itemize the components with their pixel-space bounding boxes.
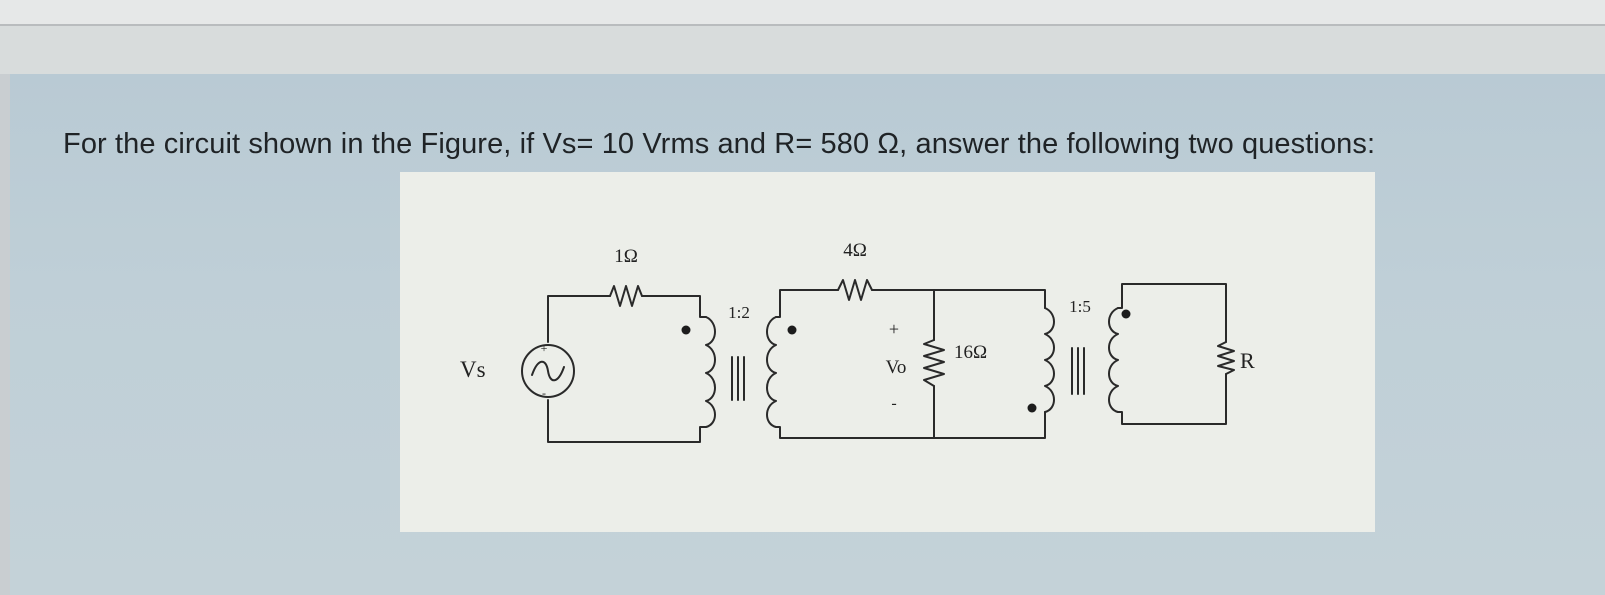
- t1-primary-coil: [705, 316, 716, 428]
- voltage-source: [521, 344, 575, 398]
- wire-output-top: [1117, 283, 1227, 343]
- top-strip: [0, 0, 1605, 24]
- t2-primary-coil: [1044, 307, 1055, 413]
- question-text: For the circuit shown in the Figure, if …: [63, 128, 1376, 160]
- circuit-diagram: Vs + - 1Ω 1:2 4Ω + Vo - 16Ω 1:5 R: [460, 240, 1255, 443]
- divider-line: [0, 24, 1605, 26]
- source-plus-sign: +: [541, 341, 548, 355]
- resistor-2-label: 4Ω: [843, 240, 867, 261]
- wire-r1-to-t1: [641, 295, 707, 318]
- source-minus-sign: -: [542, 386, 546, 400]
- vo-label: Vo: [886, 357, 907, 378]
- ac-wave: [531, 360, 565, 382]
- t1-primary-dot: [681, 325, 691, 335]
- wire-source-top: [547, 295, 611, 343]
- circuit-figure: Vs + - 1Ω 1:2 4Ω + Vo - 16Ω 1:5 R: [400, 172, 1375, 532]
- wire-source-bottom: [547, 399, 707, 443]
- transformer-2-ratio: 1:5: [1069, 297, 1091, 316]
- load-resistor: [1217, 341, 1235, 375]
- load-label: R: [1240, 348, 1255, 373]
- t2-primary-dot: [1027, 403, 1037, 413]
- wire-t1-to-r2: [775, 289, 839, 318]
- source-label: Vs: [460, 357, 486, 382]
- transformer-1-ratio: 1:2: [728, 303, 750, 322]
- t2-secondary-coil: [1108, 307, 1119, 413]
- t1-secondary-dot: [787, 325, 797, 335]
- wire-r2-to-t2: [871, 289, 1046, 309]
- upper-band: [0, 26, 1605, 74]
- t1-secondary-coil: [766, 316, 777, 428]
- wire-middle-bottom: [775, 411, 1046, 439]
- resistor-3-label: 16Ω: [954, 342, 987, 363]
- wire-output-bottom: [1117, 373, 1227, 425]
- t2-secondary-dot: [1121, 309, 1131, 319]
- vo-plus-sign: +: [889, 319, 899, 339]
- resistor-1: [609, 285, 643, 307]
- vo-minus-sign: -: [891, 395, 896, 412]
- resistor-2: [837, 279, 873, 301]
- resistor-3: [923, 339, 945, 387]
- resistor-1-label: 1Ω: [614, 246, 638, 267]
